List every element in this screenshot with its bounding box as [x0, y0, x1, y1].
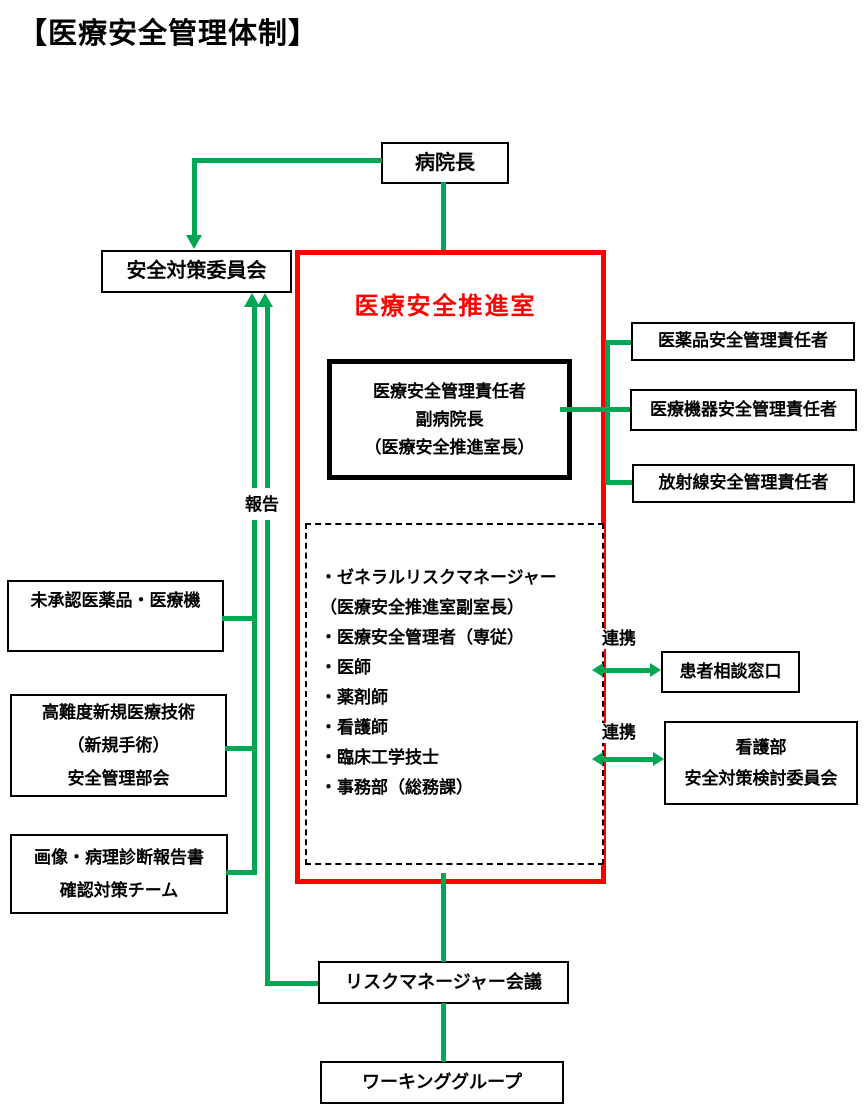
node-diagnostic-report: 画像・病理診断報告書 確認対策チーム	[10, 834, 228, 914]
connector-right-v	[605, 340, 610, 485]
node-safety-committee: 安全対策委員会	[101, 250, 292, 293]
branch-radiation	[608, 480, 632, 485]
node-nursing-committee: 看護部 安全対策検討委員会	[664, 721, 858, 805]
node-pharma-manager: 医薬品安全管理責任者	[631, 322, 855, 361]
cooperation-arrow-lower-shaft	[600, 757, 655, 762]
connector-director-office	[441, 182, 446, 250]
high-difficulty-line3: 安全管理部会	[67, 769, 170, 788]
staff-item: ・事務部（総務課）	[320, 778, 473, 797]
connector-manager-right-h	[560, 407, 630, 412]
node-hospital-director: 病院長	[381, 142, 509, 184]
staff-item: ・ゼネラルリスクマネージャー	[320, 568, 557, 587]
nursing-committee-line2: 安全対策検討委員会	[684, 769, 838, 788]
report-line-left-upper	[252, 306, 257, 488]
report-line-right-lower	[265, 520, 270, 986]
cooperation-label-lower: 連携	[602, 723, 636, 743]
connector-director-committee-h	[192, 158, 382, 163]
staff-item: ・臨床工学技士	[320, 748, 439, 767]
staff-item: ・看護師	[320, 718, 388, 737]
report-label: 報告	[245, 495, 279, 515]
report-line-left-lower	[252, 520, 257, 875]
high-difficulty-line2: （新規手術）	[67, 736, 170, 755]
cooperation-label-upper: 連携	[602, 629, 636, 649]
node-device-manager: 医療機器安全管理責任者	[630, 389, 857, 431]
diagnostic-report-line2: 確認対策チーム	[59, 881, 179, 900]
diagnostic-report-line1: 画像・病理診断報告書	[34, 848, 204, 867]
staff-item: ・医師	[320, 658, 371, 677]
staff-item: （医療安全推進室副室長）	[320, 598, 524, 617]
node-safety-manager: 医療安全管理責任者 副病院長 （医療安全推進室長）	[327, 359, 572, 480]
connector-director-committee-v	[192, 158, 197, 235]
node-staff-list: ・ゼネラルリスクマネージャー （医療安全推進室副室長） ・医療安全管理者（専従）…	[305, 523, 604, 865]
promotion-office-title: 医療安全推進室	[354, 293, 537, 320]
cooperation-arrow-upper-shaft	[600, 668, 652, 673]
safety-manager-line3: （医療安全推進室長）	[364, 437, 535, 457]
arrowhead-left-icon	[592, 752, 603, 766]
report-line-right-elbow	[265, 981, 318, 986]
connector-office-riskmeeting	[441, 873, 446, 962]
arrowhead-left-icon	[592, 663, 603, 677]
node-working-group: ワーキンググループ	[320, 1061, 564, 1104]
branch-high-difficulty	[225, 746, 255, 751]
node-radiation-manager: 放射線安全管理責任者	[632, 464, 855, 503]
arrowhead-right-icon	[650, 663, 661, 677]
staff-item: ・薬剤師	[320, 688, 388, 707]
arrowhead-down-icon	[186, 235, 202, 249]
arrowhead-right-icon	[653, 752, 664, 766]
arrowhead-up-icon	[244, 293, 260, 307]
high-difficulty-line1: 高難度新規医療技術	[42, 703, 195, 722]
node-high-difficulty: 高難度新規医療技術 （新規手術） 安全管理部会	[10, 694, 227, 797]
page-title: 【医療安全管理体制】	[18, 18, 319, 50]
branch-unapproved	[222, 616, 255, 621]
nursing-committee-line1: 看護部	[735, 738, 787, 757]
report-line-right-upper	[265, 306, 270, 488]
node-unapproved-drugs: 未承認医薬品・医療機	[7, 580, 224, 652]
staff-item: ・医療安全管理者（専従）	[320, 628, 524, 647]
safety-manager-line1: 医療安全管理責任者	[373, 381, 526, 401]
arrowhead-up-icon	[257, 293, 273, 307]
branch-pharma	[608, 340, 631, 345]
safety-manager-line2: 副病院長	[415, 409, 484, 429]
node-patient-consultation: 患者相談窓口	[661, 651, 800, 693]
connector-riskmeeting-workinggroup	[441, 1003, 446, 1062]
branch-diagnostic-report	[226, 870, 257, 875]
node-risk-manager-meeting: リスクマネージャー会議	[318, 961, 569, 1004]
